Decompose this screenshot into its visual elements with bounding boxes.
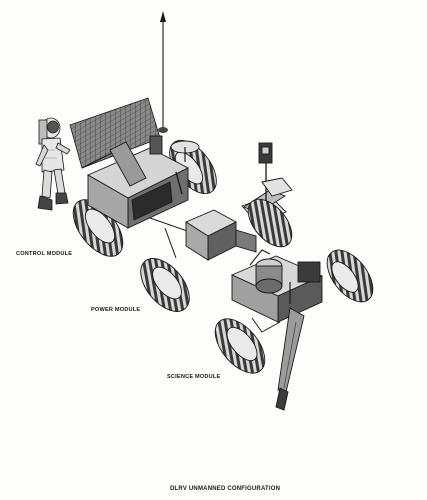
control-module-label: CONTROL MODULE — [16, 251, 73, 257]
antenna-mast — [158, 11, 168, 133]
astronaut-figure — [35, 117, 71, 211]
figure-caption: DLRV UNMANNED CONFIGURATION — [170, 486, 281, 492]
rear-right-wheel — [326, 249, 374, 303]
front-right-wheel — [169, 139, 217, 195]
control-module-body — [87, 135, 200, 229]
rear-left-wheel — [214, 318, 266, 374]
middle-right-wheel — [247, 198, 293, 248]
middle-left-wheel — [140, 258, 190, 312]
science-module-body — [230, 249, 324, 323]
sampling-boom-arm — [275, 307, 305, 411]
power-module-label: POWER MODULE — [91, 307, 141, 313]
science-wheel-link — [251, 317, 281, 333]
science-module-label: SCIENCE MODULE — [167, 374, 221, 380]
